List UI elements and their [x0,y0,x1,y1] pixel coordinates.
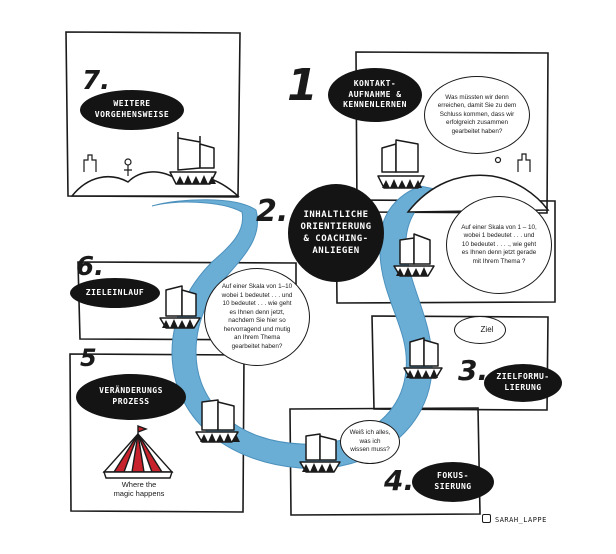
tent-caption: Where the magic happens [113,480,165,499]
step2-label: INHALTLICHE ORIENTIERUNG & COACHING- ANL… [288,184,384,282]
castle-left [83,154,97,172]
step1-label: KONTAKT- AUFNAHME & KENNENLERNEN [328,68,422,122]
step3-label: ZIELFORMU- LIERUNG [484,364,562,402]
circus-tent [102,424,174,479]
step3-number: 3. [458,354,489,387]
step2-scale-bubble: Auf einer Skala von 1 – 10, wobei 1 bede… [446,196,552,294]
step7-label: WEITERE VORGEHENSWEISE [80,90,184,130]
castle-right [517,153,531,172]
frame-step7 [65,31,241,198]
step5-label: VERÄNDERUNGS PROZESS [76,374,186,420]
step6-scale-bubble: Auf einer Skala von 1–10 wobei 1 bedeute… [204,268,310,366]
ship-step5 [195,399,239,443]
ship-step1 [377,139,425,189]
instagram-icon [482,514,491,523]
step6-number: 6. [76,252,104,282]
ship-step7 [169,132,217,185]
figure-left [124,158,132,166]
ziel-text: Ziel [480,324,494,334]
step4-thought-bubble: Weiß ich alles, was ich wissen muss? [340,420,400,464]
step6-label: ZIELEINLAUF [70,278,160,308]
step7-number: 7. [82,66,110,96]
step1-question-bubble: Was müssten wir denn erreichen, damit Si… [424,76,530,154]
step5-number: 5 [80,344,97,372]
step3-ziel-bubble: Ziel [454,316,506,344]
credit-text: SARAH_LAPPE [495,516,547,524]
step4-label: FOKUS- SIERUNG [412,462,494,502]
step2-number: 2. [256,194,289,229]
step1-number: 1 [287,60,318,111]
ship-step3 [403,337,443,379]
credit: SARAH_LAPPE [482,514,547,524]
step4-number: 4. [384,464,415,497]
frame-step1 [355,51,549,214]
